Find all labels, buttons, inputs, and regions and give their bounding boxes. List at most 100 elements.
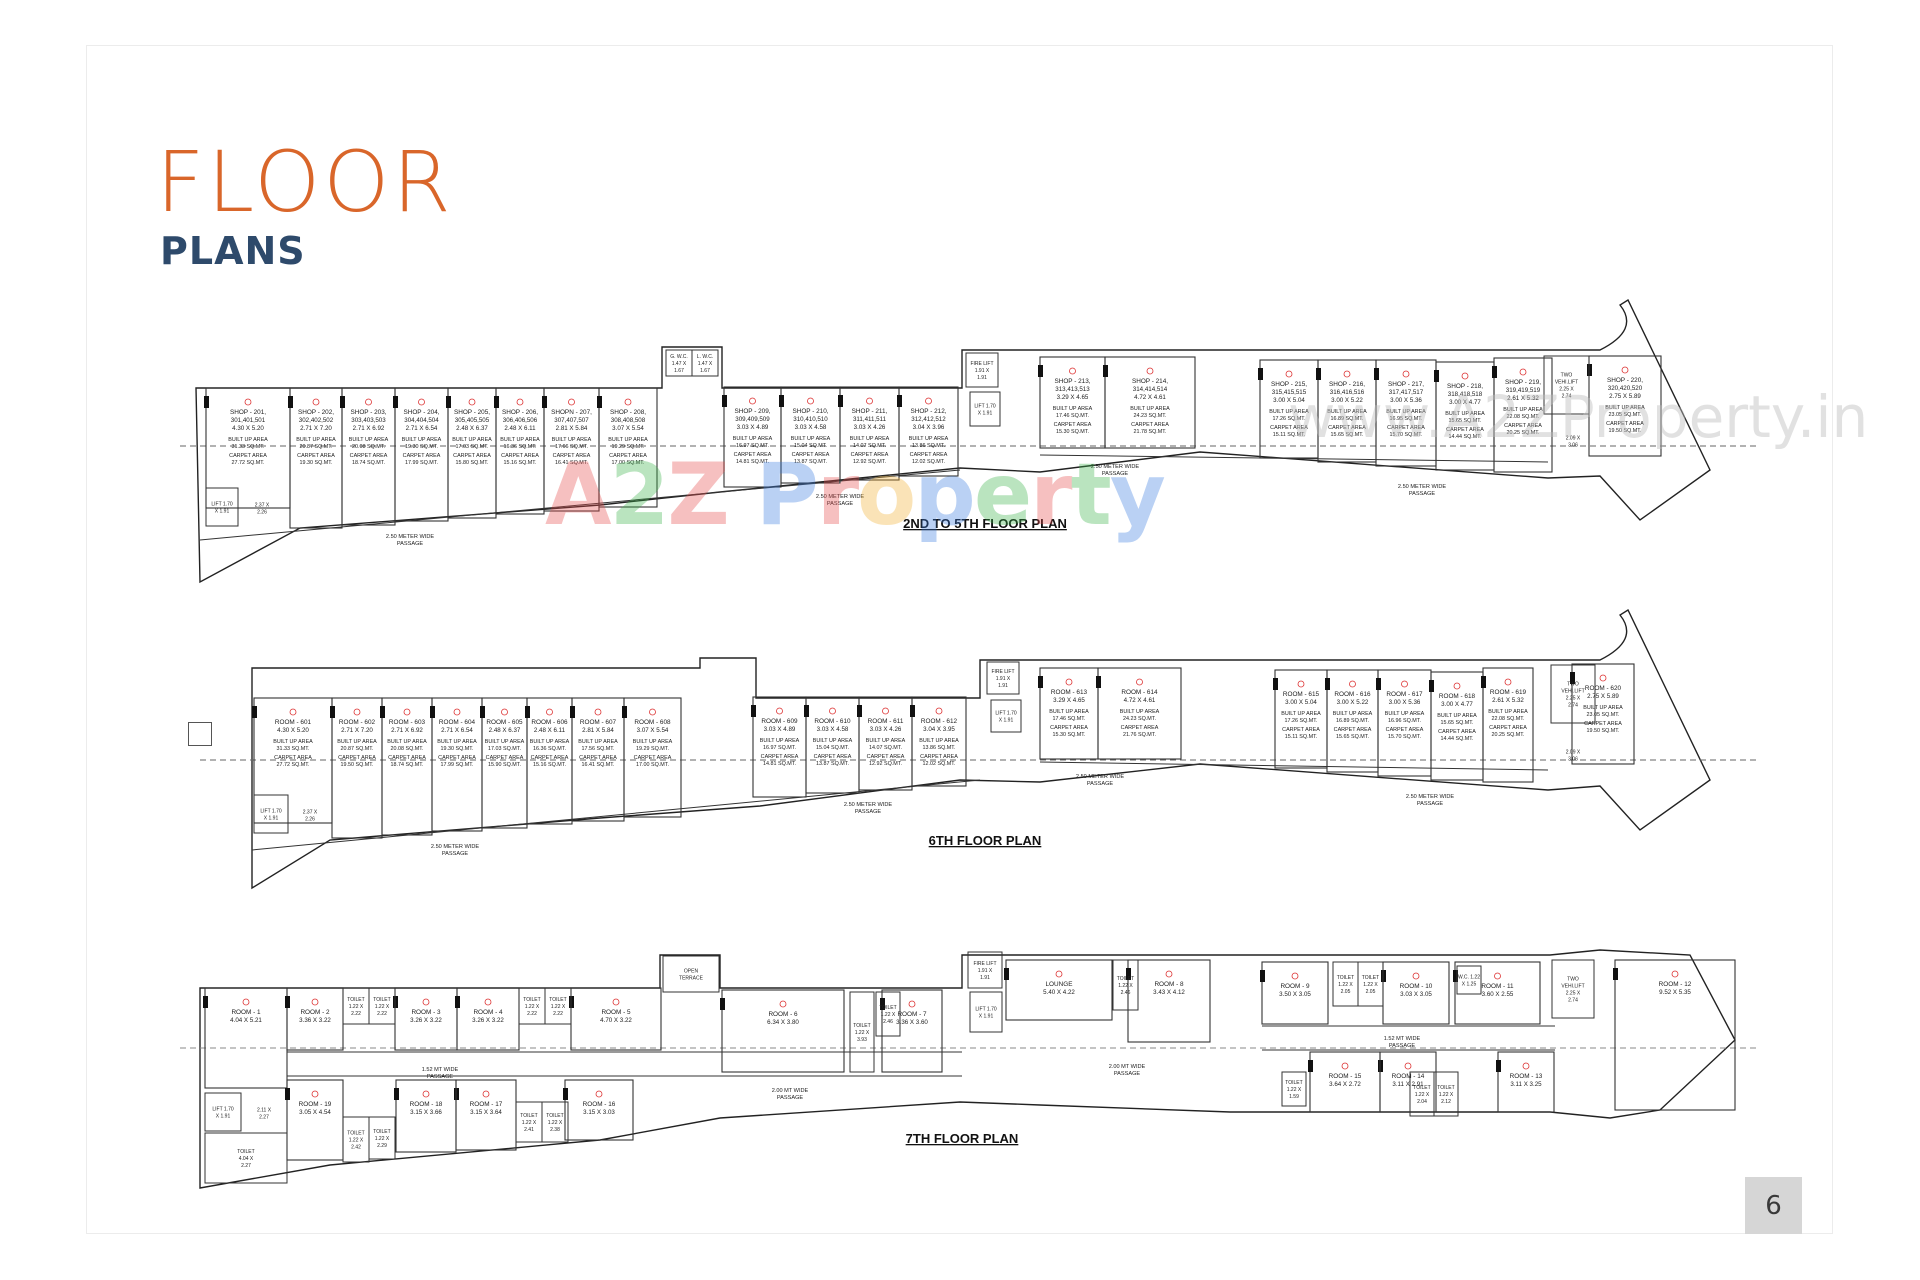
built-up-area: 22.08 SQ.MT. — [1492, 716, 1525, 722]
svg-text:CARPET AREA: CARPET AREA — [403, 453, 441, 459]
svg-text:309,409,509: 309,409,509 — [735, 416, 770, 423]
built-up-area: 15.04 SQ.MT. — [816, 745, 849, 751]
svg-text:315,415,515: 315,415,515 — [1272, 389, 1307, 396]
built-up-area: 17.03 SQ.MT. — [456, 444, 489, 450]
svg-text:BUILT UP AREA: BUILT UP AREA — [909, 436, 949, 442]
svg-text:BUILT UP AREA: BUILT UP AREA — [552, 437, 592, 443]
unit-name: SHOP - 212, — [910, 408, 946, 415]
svg-text:2.50 METER WIDE: 2.50 METER WIDE — [431, 844, 479, 850]
svg-text:TOILET: TOILET — [347, 997, 364, 1003]
built-up-area: 20.08 SQ.MT. — [352, 444, 385, 450]
watermark-letter: t — [1070, 445, 1112, 545]
svg-text:LIFT 1.70: LIFT 1.70 — [211, 502, 233, 508]
svg-text:CARPET AREA: CARPET AREA — [1131, 422, 1169, 428]
svg-text:BUILT UP AREA: BUILT UP AREA — [1333, 711, 1373, 717]
carpet-area: 13.87 SQ.MT. — [794, 459, 827, 465]
svg-text:TOILET: TOILET — [520, 1113, 537, 1119]
built-up-area: 23.05 SQ.MT. — [1587, 712, 1620, 718]
unit-dimension: 3.03 X 4.58 — [795, 424, 827, 431]
unit-name: SHOP - 219, — [1505, 379, 1541, 386]
unit-name: ROOM - 14 — [1392, 1073, 1425, 1080]
svg-text:2.05: 2.05 — [1341, 989, 1351, 995]
marker-icon — [829, 707, 836, 715]
svg-text:3.06: 3.06 — [1568, 757, 1578, 763]
unit-name: ROOM - 16 — [583, 1101, 616, 1108]
carpet-area: 15.11 SQ.MT. — [1285, 734, 1318, 740]
svg-text:BUILT UP AREA: BUILT UP AREA — [228, 437, 268, 443]
svg-text:314,414,514: 314,414,514 — [1133, 386, 1168, 393]
svg-text:BUILT UP AREA: BUILT UP AREA — [349, 437, 389, 443]
unit-dimension: 3.00 X 5.22 — [1331, 397, 1363, 404]
svg-text:4.04 X: 4.04 X — [239, 1156, 254, 1162]
unit-dimension: 2.71 X 6.92 — [391, 727, 423, 734]
svg-text:BUILT UP AREA: BUILT UP AREA — [1605, 405, 1645, 411]
unit-dimension: 3.04 X 3.96 — [913, 424, 945, 431]
marker-icon — [866, 397, 873, 405]
carpet-area: 17.00 SQ.MT. — [636, 762, 669, 768]
svg-text:2.50 METER WIDE: 2.50 METER WIDE — [816, 494, 864, 500]
svg-text:BUILT UP AREA: BUILT UP AREA — [485, 739, 525, 745]
svg-text:BUILT UP AREA: BUILT UP AREA — [1583, 705, 1623, 711]
built-up-area: 17.66 SQ.MT. — [555, 444, 588, 450]
svg-text:1.47 X: 1.47 X — [698, 361, 713, 367]
unit-name: ROOM - 3 — [411, 1009, 441, 1016]
marker-icon — [546, 708, 553, 716]
svg-text:CARPET AREA: CARPET AREA — [634, 755, 672, 761]
svg-text:2.26: 2.26 — [257, 510, 267, 516]
marker-icon — [1297, 680, 1305, 688]
svg-text:PASSAGE: PASSAGE — [1409, 491, 1436, 497]
unit-name: ROOM - 1 — [231, 1009, 261, 1016]
marker-icon — [1412, 972, 1420, 980]
svg-text:BUILT UP AREA: BUILT UP AREA — [578, 739, 618, 745]
carpet-area: 15.30 SQ.MT. — [1056, 429, 1089, 435]
service-space: LIFT 1.70X 1.91 — [205, 487, 239, 527]
unit-dimension: 2.71 X 6.54 — [441, 727, 473, 734]
svg-text:CARPET AREA: CARPET AREA — [1446, 427, 1484, 433]
unit-dimension: 3.26 X 3.22 — [410, 1017, 442, 1024]
svg-text:CARPET AREA: CARPET AREA — [1504, 423, 1542, 429]
svg-text:CARPET AREA: CARPET AREA — [910, 452, 948, 458]
unit: ROOM - 163.15 X 3.03 — [563, 1079, 634, 1141]
service-space: LIFT 1.70X 1.91 — [253, 794, 289, 834]
svg-text:1.22 X: 1.22 X — [1415, 1092, 1430, 1098]
svg-text:1.22 X: 1.22 X — [855, 1030, 870, 1036]
unit-name: ROOM - 13 — [1510, 1073, 1543, 1080]
unit-name: SHOP - 220, — [1607, 377, 1643, 384]
svg-text:CARPET AREA: CARPET AREA — [851, 452, 889, 458]
svg-text:CARPET AREA: CARPET AREA — [1270, 425, 1308, 431]
svg-text:2.00 MT WIDE: 2.00 MT WIDE — [1109, 1064, 1146, 1070]
marker-icon — [1504, 678, 1512, 686]
svg-text:2.25 X: 2.25 X — [1566, 696, 1581, 702]
svg-text:2.74: 2.74 — [1568, 703, 1578, 709]
unit-dimension: 3.03 X 4.26 — [854, 424, 886, 431]
unit-dimension: 3.00 X 4.77 — [1449, 399, 1481, 406]
svg-text:1.22 X: 1.22 X — [375, 1136, 390, 1142]
svg-text:1.22 X: 1.22 X — [548, 1120, 563, 1126]
plan-title: 7TH FLOOR PLAN — [906, 1131, 1019, 1146]
svg-text:1.91 X: 1.91 X — [978, 968, 993, 974]
unit-name: SHOP - 202, — [298, 409, 334, 416]
carpet-area: 19.50 SQ.MT. — [1609, 428, 1642, 434]
service-space: 2.09 X3.06 — [1566, 750, 1581, 763]
carpet-area: 19.50 SQ.MT. — [1587, 728, 1620, 734]
marker-icon — [403, 708, 411, 716]
unit-name: ROOM - 620 — [1585, 685, 1622, 692]
svg-text:1.52 MT WIDE: 1.52 MT WIDE — [422, 1067, 459, 1073]
svg-text:2.12: 2.12 — [1441, 1099, 1451, 1105]
marker-icon — [1341, 1062, 1349, 1070]
built-up-area: 19.30 SQ.MT. — [405, 444, 438, 450]
carpet-area: 21.76 SQ.MT. — [1123, 732, 1156, 738]
svg-text:302,402,502: 302,402,502 — [299, 417, 334, 424]
